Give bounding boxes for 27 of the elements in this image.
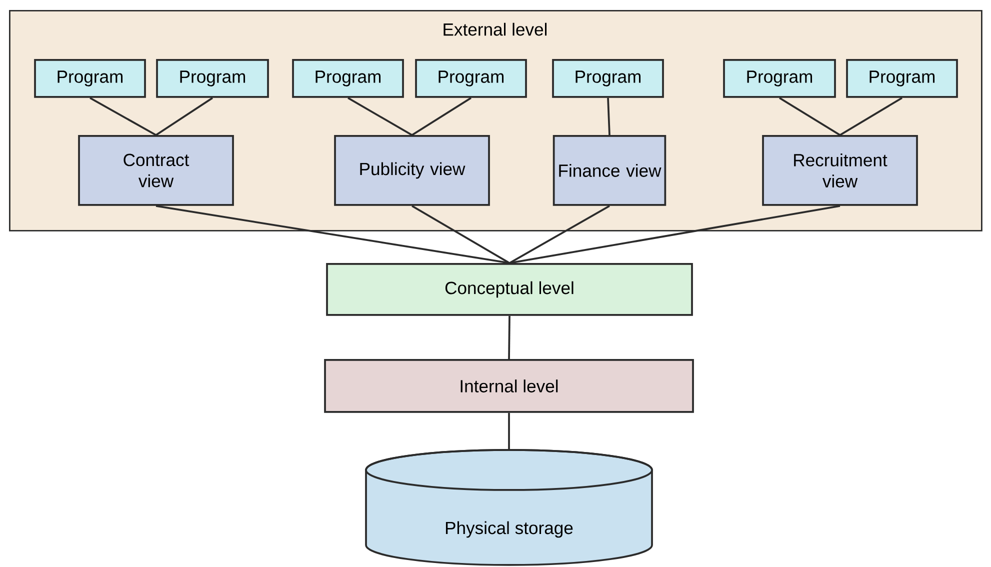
program-box: Program	[723, 59, 836, 98]
connector-line	[508, 316, 510, 360]
connector-line	[840, 97, 902, 136]
view-box: Contract view	[78, 135, 234, 206]
program-box: Program	[415, 59, 527, 98]
storage-cylinder: Physical storage	[365, 449, 653, 566]
connector-line	[412, 97, 472, 136]
program-box: Program	[846, 59, 958, 98]
program-box: Program	[552, 59, 664, 98]
connector-line	[607, 98, 610, 136]
view-box: Publicity view	[334, 135, 490, 206]
connector-line	[412, 205, 510, 264]
connector-line	[779, 97, 840, 136]
connector-line	[348, 97, 412, 136]
level-box: Conceptual level	[326, 263, 693, 316]
level-box: Internal level	[324, 359, 694, 413]
connector-line	[509, 205, 610, 264]
connector-line	[508, 412, 510, 450]
program-box: Program	[292, 59, 404, 98]
connector-line	[90, 97, 156, 136]
connector-line	[509, 205, 840, 264]
program-box: Program	[34, 59, 146, 98]
connector-line	[156, 97, 214, 136]
connector-line	[156, 205, 510, 264]
view-box: Recruitment view	[762, 135, 918, 206]
view-box: Finance view	[552, 135, 666, 206]
program-box: Program	[156, 59, 269, 98]
